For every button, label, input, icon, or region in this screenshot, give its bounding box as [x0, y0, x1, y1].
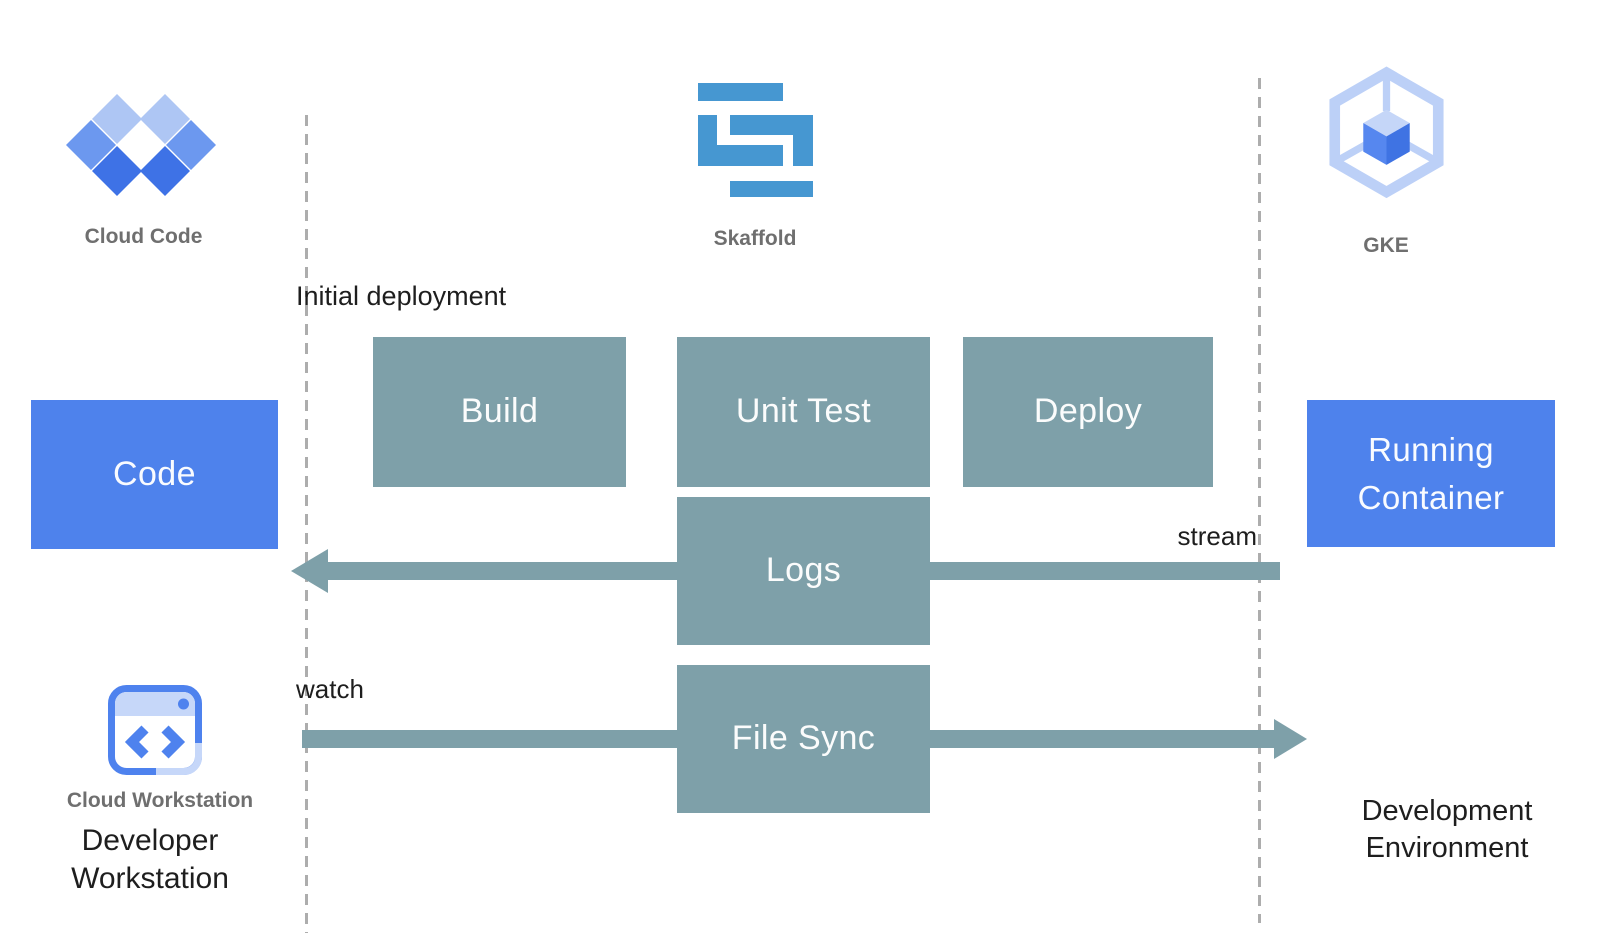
- running-container-node: Running Container: [1307, 400, 1555, 547]
- arrow-head-left: [291, 549, 328, 593]
- deploy-node: Deploy: [963, 337, 1213, 487]
- code-node: Code: [31, 400, 278, 549]
- gke-icon: [1320, 66, 1453, 204]
- skaffold-icon: [698, 83, 813, 197]
- skaffold-label: Skaffold: [713, 227, 797, 250]
- initial-deployment-label: Initial deployment: [296, 281, 507, 311]
- developer-workstation-caption: Developer Workstation: [71, 824, 229, 896]
- cloud-workstation-label: Cloud Workstation: [66, 789, 254, 812]
- gke-label: GKE: [1363, 234, 1409, 257]
- logs-node: Logs: [677, 497, 930, 645]
- running-container-node-label: Running Container: [1357, 430, 1505, 516]
- unit-test-node: Unit Test: [677, 337, 930, 487]
- environment-boundary-line: [1258, 78, 1261, 923]
- build-node-label: Build: [460, 392, 539, 431]
- file-sync-node: File Sync: [677, 665, 930, 813]
- unit-test-node-label: Unit Test: [735, 392, 872, 431]
- code-node-label: Code: [113, 454, 196, 493]
- cloud-code-icon: [66, 92, 216, 198]
- workstation-boundary-line: [305, 115, 308, 933]
- cloud-code-label: Cloud Code: [84, 225, 203, 248]
- development-environment-caption: Development Environment: [1361, 795, 1533, 864]
- file-sync-node-label: File Sync: [731, 719, 876, 758]
- logs-node-label: Logs: [765, 551, 842, 590]
- cloud-workstation-icon: [108, 685, 202, 775]
- stream-label: stream: [1177, 521, 1257, 551]
- deploy-node-label: Deploy: [1033, 392, 1143, 431]
- build-node: Build: [373, 337, 626, 487]
- watch-label: watch: [296, 674, 364, 704]
- arrow-head-right: [1274, 719, 1307, 759]
